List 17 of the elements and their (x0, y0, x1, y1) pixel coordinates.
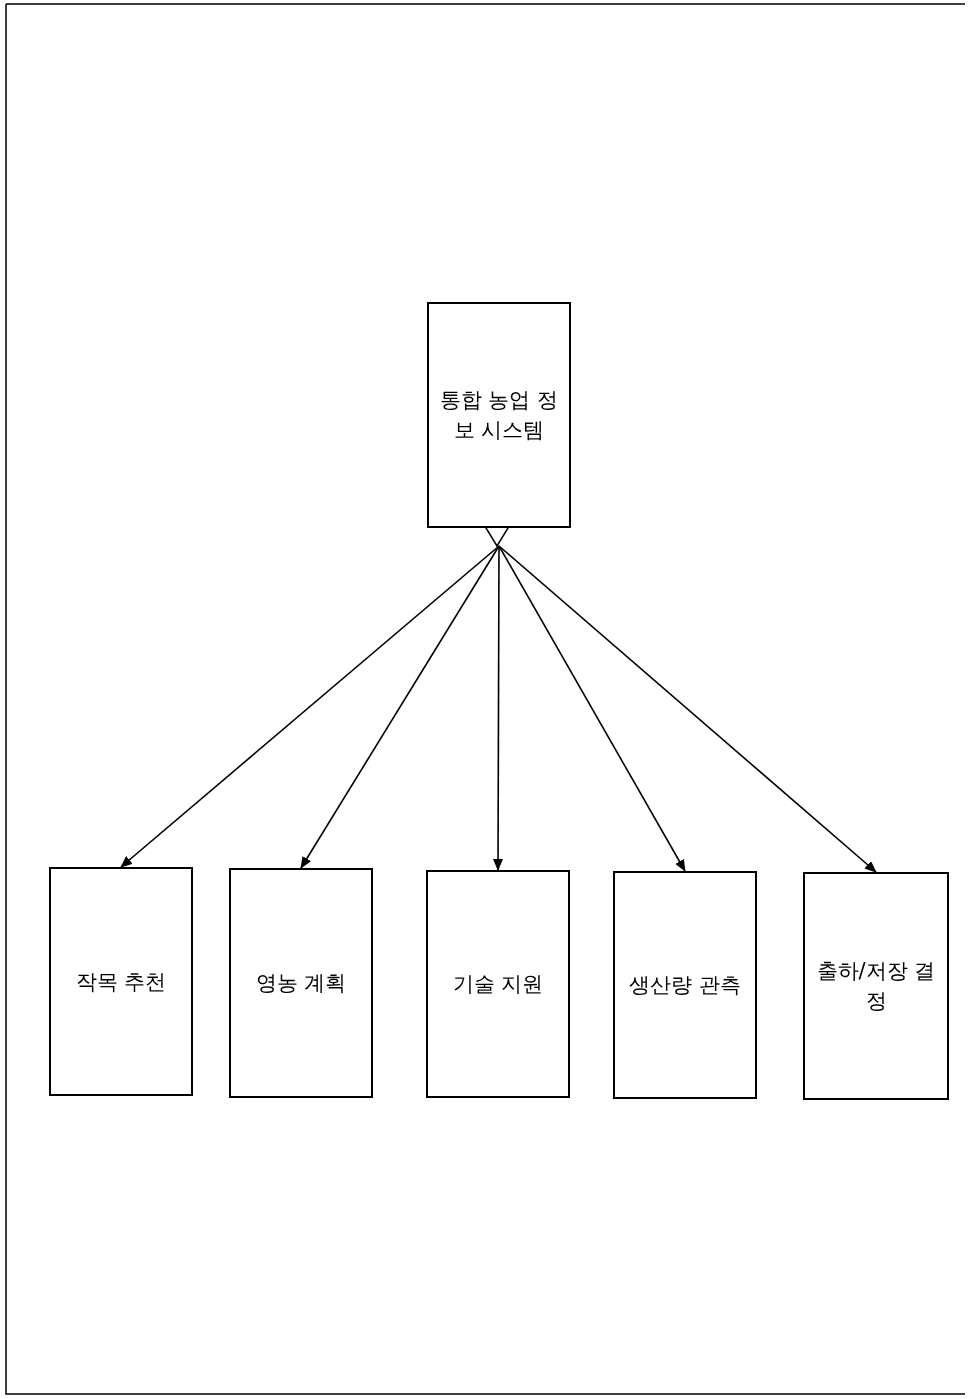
process-box (613, 871, 757, 1099)
arrow (498, 545, 686, 872)
box-label: 작목 추천 (74, 968, 168, 996)
box-label: 생산량 관측 (628, 972, 742, 999)
process-box (803, 872, 949, 1100)
arrow (300, 545, 500, 869)
arrow (120, 545, 500, 868)
process-box (229, 868, 373, 1098)
box-label: 출하/저장 결정 (815, 958, 937, 1015)
box-label: 통합 농업 정보 시스템 (438, 387, 560, 444)
process-box (427, 302, 571, 528)
box-label: 기술 지원 (451, 971, 545, 998)
arrow (493, 545, 504, 871)
process-box (426, 870, 570, 1098)
arrow (498, 545, 877, 873)
process-box (49, 867, 193, 1096)
box-label: 영농 계획 (254, 970, 348, 997)
